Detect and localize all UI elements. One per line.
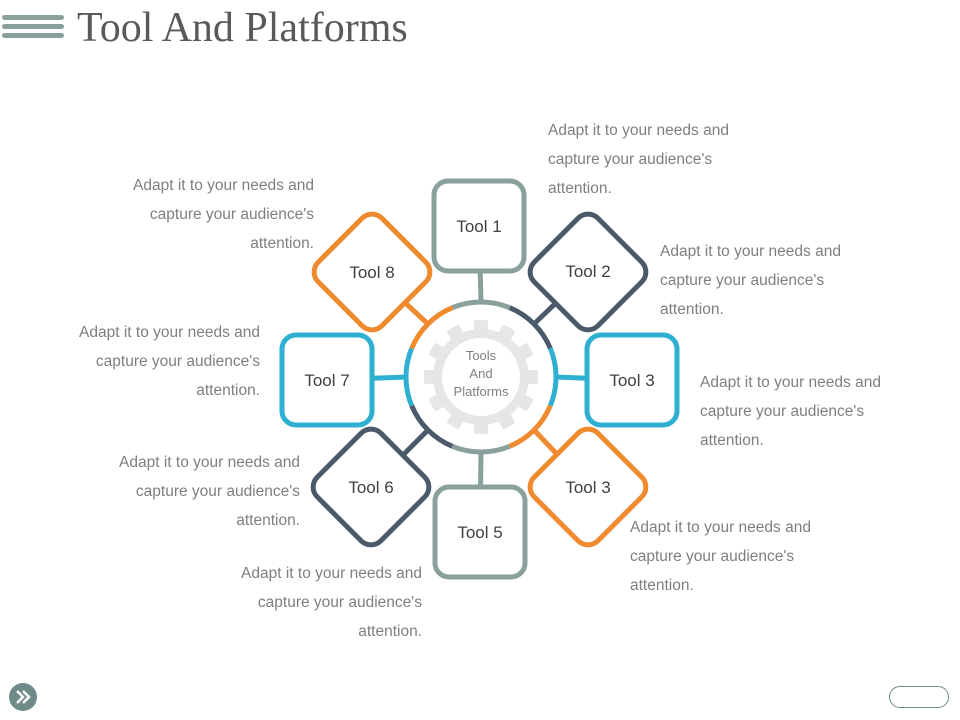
tool-box-2[interactable] — [524, 208, 651, 335]
next-slide-button[interactable] — [9, 683, 37, 711]
tool-box-3-lower[interactable] — [524, 423, 651, 550]
slide-title: Tool And Platforms — [77, 5, 408, 51]
tool-box-8[interactable] — [308, 208, 435, 335]
tool-label-6: Tool 6 — [348, 478, 393, 497]
ring-arc-tool-3 — [547, 347, 559, 407]
ring-arc-tool-3-lower — [508, 404, 553, 449]
ring-arc-tool-7 — [403, 347, 415, 407]
tool-box-7[interactable] — [279, 332, 375, 428]
description-tool-8: Adapt it to your needs and capture your … — [133, 177, 314, 252]
ring-arc-tool-2 — [508, 305, 553, 350]
description-tool-7: Adapt it to your needs and capture your … — [79, 324, 260, 399]
tool-box-3[interactable] — [584, 332, 680, 428]
hub-label-line-1: Tools — [466, 348, 497, 363]
hub-label-line-3: Platforms — [454, 384, 509, 399]
tool-label-3-lower: Tool 3 — [565, 478, 610, 497]
ring-arc-tool-8 — [409, 305, 454, 350]
tool-label-1: Tool 1 — [456, 217, 501, 236]
next-arrow-icon — [16, 690, 31, 704]
ring-arc-tool-6 — [409, 404, 454, 449]
tool-box-6[interactable] — [307, 423, 434, 550]
tool-label-8: Tool 8 — [349, 263, 394, 282]
gear-icon — [424, 320, 538, 434]
pill-button[interactable] — [889, 686, 949, 708]
ring-arc-tool-1 — [451, 299, 511, 311]
tool-label-5: Tool 5 — [457, 523, 502, 542]
description-tool-2: Adapt it to your needs and capture your … — [660, 243, 841, 318]
description-tool-5: Adapt it to your needs and capture your … — [241, 565, 422, 640]
tool-label-7: Tool 7 — [304, 371, 349, 390]
description-tool-1: Adapt it to your needs and capture your … — [548, 122, 729, 197]
tool-label-2: Tool 2 — [565, 262, 610, 281]
description-tool-3: Adapt it to your needs and capture your … — [700, 374, 881, 449]
tool-label-3: Tool 3 — [609, 371, 654, 390]
hub-label-line-2: And — [469, 366, 492, 381]
tool-box-1[interactable] — [431, 178, 527, 274]
tool-box-5[interactable] — [432, 484, 528, 580]
ring-arc-tool-5 — [451, 443, 511, 455]
menu-icon[interactable] — [2, 15, 64, 45]
description-tool-6: Adapt it to your needs and capture your … — [119, 454, 300, 529]
description-tool-3-lower: Adapt it to your needs and capture your … — [630, 519, 811, 594]
